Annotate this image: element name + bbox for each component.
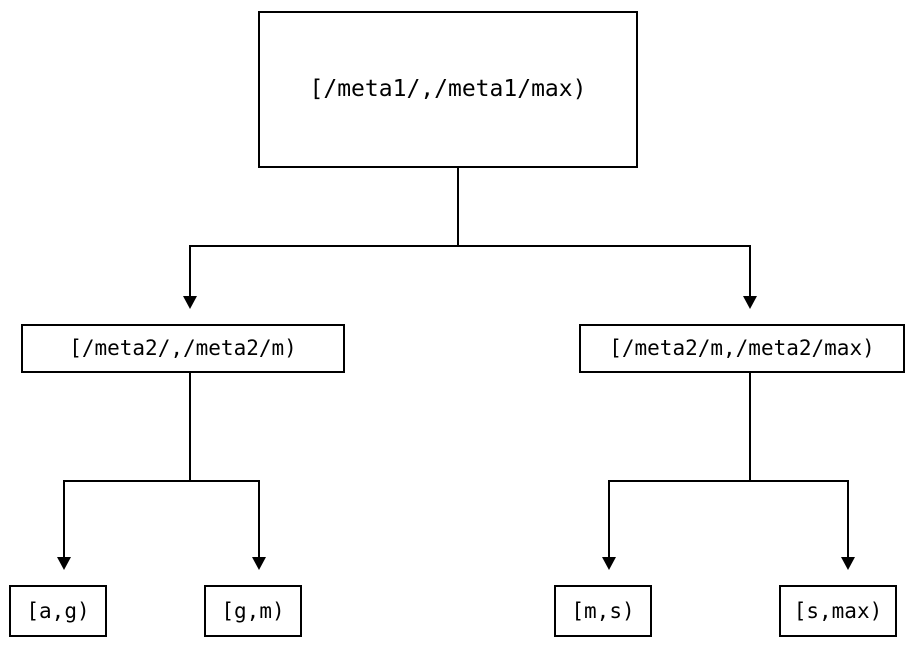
node-leaf-m-s-label: [m,s)	[571, 598, 635, 623]
arrow-down-icon-to-leaf-a-g	[57, 557, 71, 570]
edge-mid-left-to-leaf-g-m	[258, 480, 260, 561]
edge-mid-right-split-bar	[608, 480, 849, 482]
node-leaf-g-m[interactable]: [g,m)	[204, 585, 302, 637]
node-leaf-s-max[interactable]: [s,max)	[779, 585, 897, 637]
node-leaf-a-g[interactable]: [a,g)	[9, 585, 107, 637]
edge-mid-left-to-leaf-a-g	[63, 480, 65, 561]
edge-root-to-mid-right	[749, 245, 751, 301]
edge-mid-right-to-leaf-s-max	[847, 480, 849, 561]
edge-mid-right-stem	[749, 373, 751, 482]
edge-mid-right-to-leaf-m-s	[608, 480, 610, 561]
arrow-down-icon-to-leaf-g-m	[252, 557, 266, 570]
arrow-down-icon-root-to-mid-left	[183, 296, 197, 309]
edge-root-to-mid-left	[189, 245, 191, 301]
arrow-down-icon-to-leaf-s-max	[841, 557, 855, 570]
arrow-down-icon-root-to-mid-right	[743, 296, 757, 309]
node-leaf-g-m-label: [g,m)	[221, 598, 285, 623]
node-mid-left[interactable]: [/meta2/,/meta2/m)	[21, 324, 345, 373]
node-mid-right-label: [/meta2/m,/meta2/max)	[609, 336, 875, 360]
node-root-label: [/meta1/,/meta1/max)	[309, 76, 587, 102]
node-root[interactable]: [/meta1/,/meta1/max)	[258, 11, 638, 168]
node-leaf-a-g-label: [a,g)	[26, 598, 90, 623]
node-mid-right[interactable]: [/meta2/m,/meta2/max)	[579, 324, 905, 373]
edge-root-split-bar	[189, 245, 751, 247]
node-leaf-m-s[interactable]: [m,s)	[554, 585, 652, 637]
edge-root-stem	[457, 168, 459, 247]
node-mid-left-label: [/meta2/,/meta2/m)	[69, 336, 297, 360]
edge-mid-left-stem	[189, 373, 191, 482]
arrow-down-icon-to-leaf-m-s	[602, 557, 616, 570]
node-leaf-s-max-label: [s,max)	[793, 598, 883, 623]
edge-mid-left-split-bar	[63, 480, 260, 482]
